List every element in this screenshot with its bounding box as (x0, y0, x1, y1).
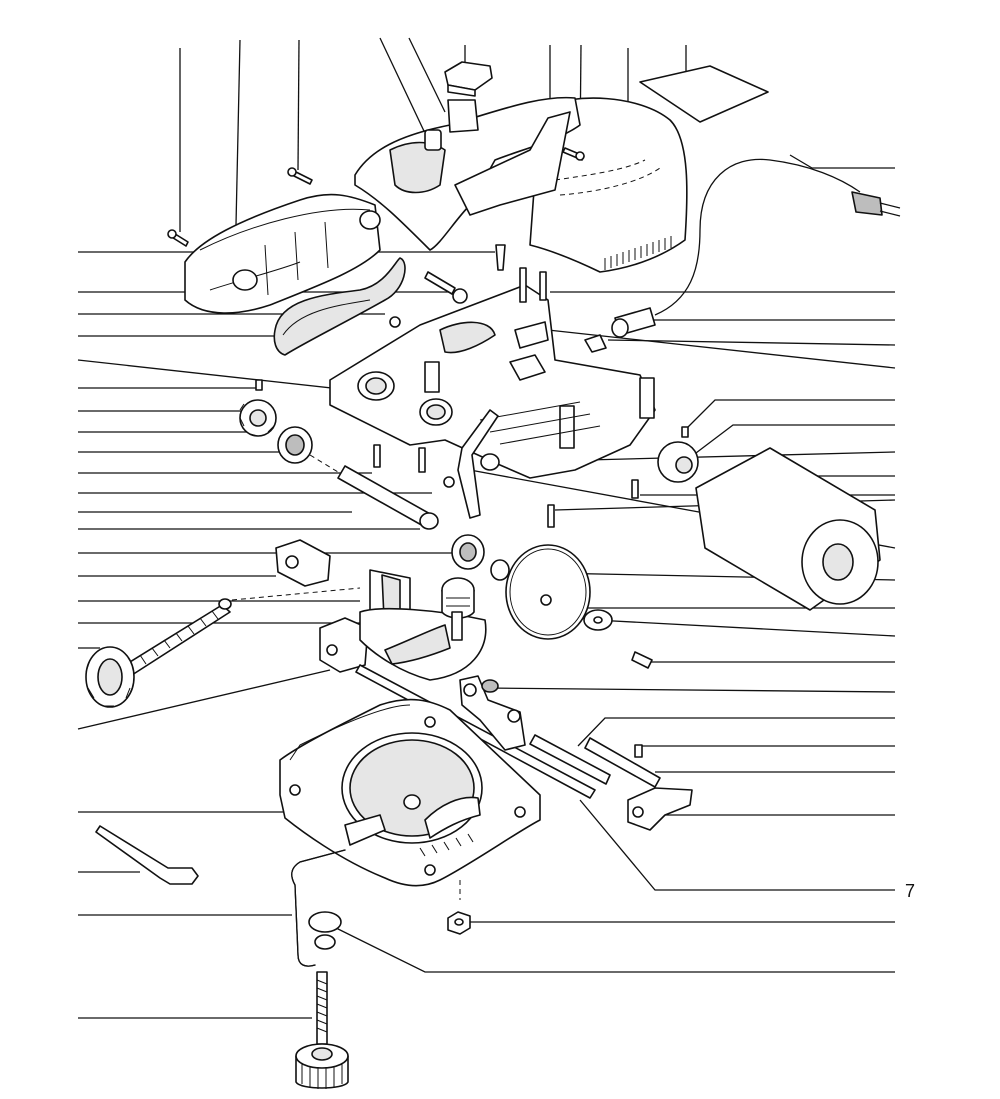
belt-cover-part (184, 193, 381, 314)
hex-nut-part (447, 911, 471, 935)
guide-rail-part (355, 664, 693, 831)
drive-belt-part (273, 257, 406, 356)
pinion-gear-part (239, 399, 277, 437)
spur-gear-part (441, 577, 475, 641)
feed-screw-part (85, 587, 361, 708)
support-rod-part (291, 849, 346, 967)
screw-parts-top (167, 147, 585, 271)
power-cord-part (584, 158, 901, 353)
saw-blade-part (505, 544, 591, 640)
main-housing-part (354, 96, 581, 251)
callout-number-7: 7 (905, 881, 915, 901)
top-leader-lines (179, 37, 687, 232)
switch-cap-part (444, 61, 493, 97)
left-leader-lines (77, 251, 495, 1019)
rating-label-plate-part (639, 65, 769, 123)
allen-key-part (95, 825, 199, 885)
motor-cover-part (529, 97, 688, 273)
pivot-bracket-part (459, 675, 526, 751)
pivot-arm-part (457, 409, 500, 519)
blade-washer-part (583, 609, 613, 631)
clamp-block-part (275, 539, 331, 587)
ball-bearing-part (277, 426, 510, 581)
shaft-parts (309, 454, 455, 530)
screw-parts-middle (255, 267, 689, 528)
pulley-bolt-part (389, 271, 468, 328)
gear-housing-part (329, 284, 656, 479)
foot-washer-part (308, 911, 342, 950)
motor-pinion-part (657, 441, 699, 483)
foot-screw-part (295, 971, 349, 1089)
blade-screw-part (631, 651, 653, 669)
motor-part (695, 447, 881, 611)
base-plate-part (279, 698, 541, 900)
